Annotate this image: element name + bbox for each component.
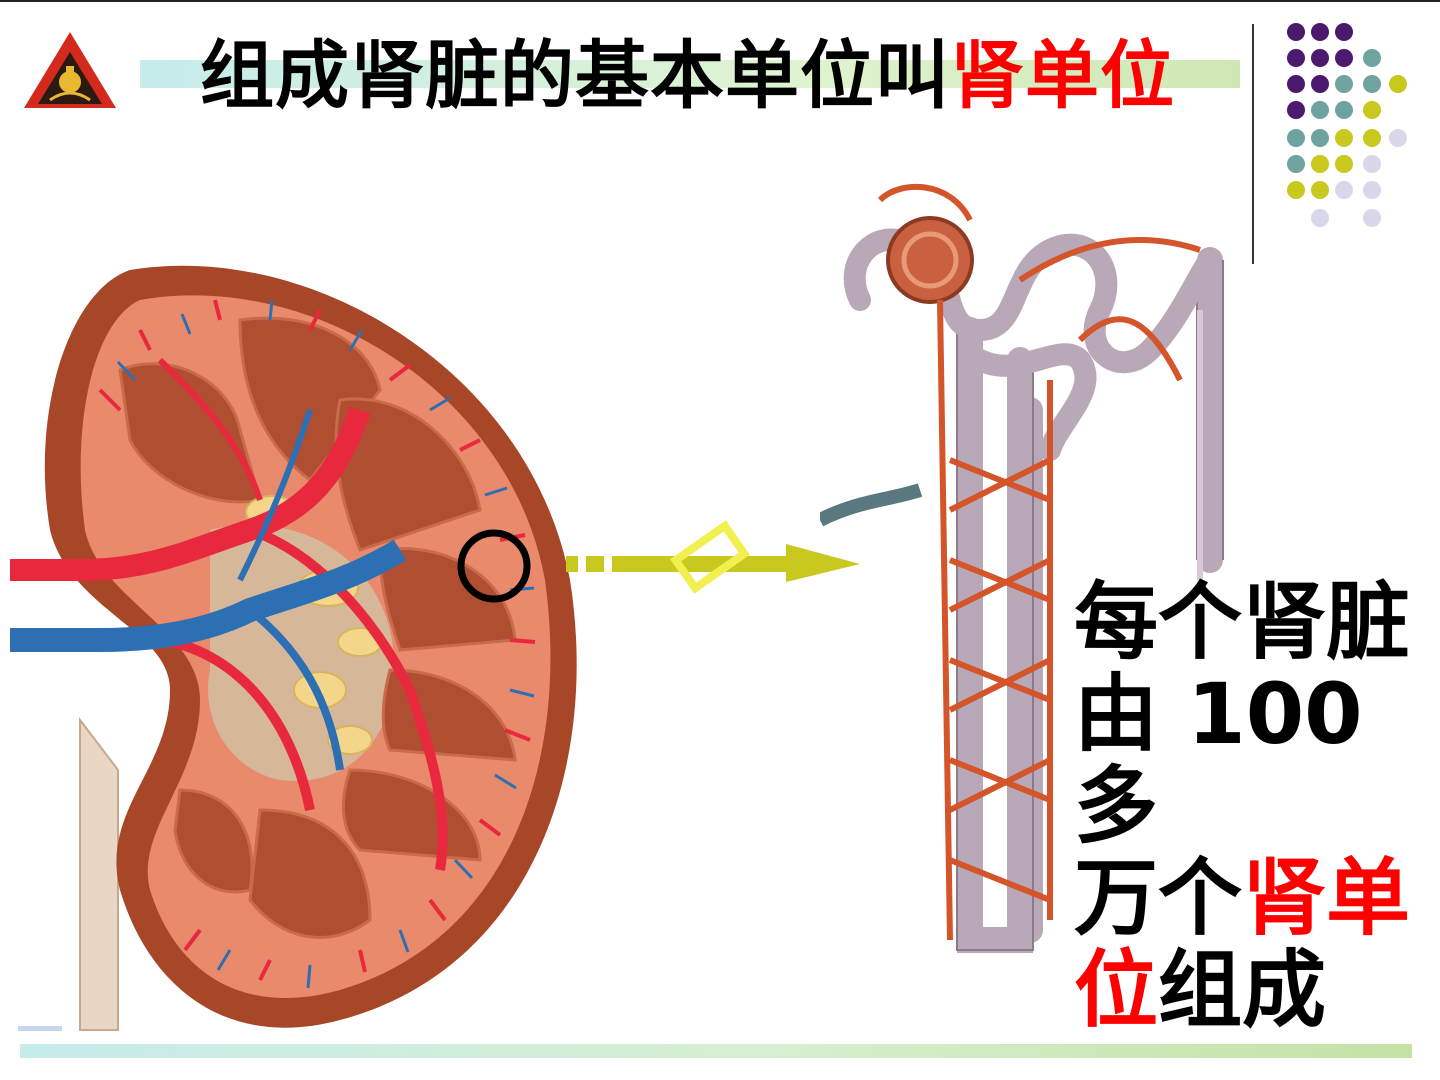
- caption-line-3-plain: 万个: [1074, 849, 1243, 947]
- decorative-dot-grid: [1287, 23, 1407, 227]
- title-band: [140, 60, 1240, 88]
- corner-mark: [18, 1026, 62, 1031]
- slide-title: 组成肾脏的基本单位叫肾单位: [200, 33, 1175, 119]
- title-highlight: 肾单位: [950, 33, 1175, 119]
- top-rule: [0, 0, 1440, 2]
- caption-line-2: 由 100 多: [1074, 665, 1363, 855]
- right-arrow-icon: [566, 520, 860, 594]
- title-main: 组成肾脏的基本单位叫: [200, 33, 950, 119]
- caption-line-3-highlight: 肾单: [1242, 849, 1411, 947]
- magnifier-circle-icon: [457, 529, 531, 603]
- caption-line-4-plain: 组成: [1158, 941, 1327, 1039]
- nephron-illustration: [820, 183, 1224, 953]
- caption-line-1: 每个肾脏: [1074, 573, 1411, 671]
- caption-line-4-highlight: 位: [1074, 941, 1159, 1039]
- school-emblem-icon: [24, 32, 116, 108]
- nephron-caption: 每个肾脏 由 100 多 万个肾单 位组成: [1074, 576, 1414, 1036]
- bottom-band: [20, 1044, 1412, 1058]
- kidney-cross-section-illustration: [10, 265, 577, 1031]
- vertical-divider: [1252, 24, 1254, 264]
